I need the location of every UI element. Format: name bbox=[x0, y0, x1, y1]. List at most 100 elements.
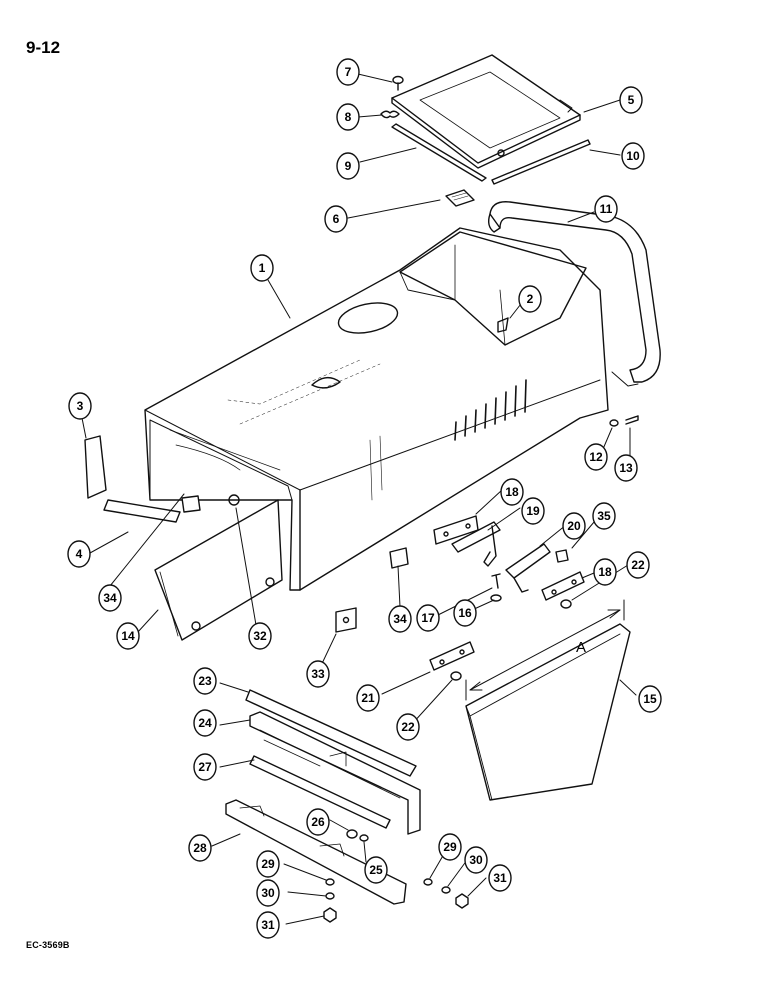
callout-29-right: 29 bbox=[438, 833, 462, 861]
part-catch-20 bbox=[505, 543, 551, 593]
part-fastener-2 bbox=[497, 317, 509, 333]
callout-3-label: 3 bbox=[77, 399, 84, 413]
callout-33-label: 33 bbox=[311, 667, 325, 681]
part-bracket-33 bbox=[335, 607, 357, 633]
callout-24-label: 24 bbox=[198, 716, 212, 730]
dimension-a-line bbox=[465, 599, 625, 701]
callout-33: 33 bbox=[306, 660, 330, 688]
part-strip-23 bbox=[245, 689, 417, 777]
callout-27-label: 27 bbox=[198, 760, 212, 774]
part-nut-31-right bbox=[455, 893, 469, 909]
callout-5: 5 bbox=[619, 86, 643, 114]
part-washer-25 bbox=[359, 834, 369, 842]
part-plug-32 bbox=[228, 494, 240, 506]
part-pad-34-center bbox=[389, 547, 409, 569]
callout-32-label: 32 bbox=[253, 629, 267, 643]
part-washer-30-left bbox=[325, 892, 335, 900]
leader-lines bbox=[81, 73, 637, 925]
part-side-panel-14 bbox=[154, 499, 283, 641]
callout-11: 11 bbox=[594, 195, 618, 223]
callout-6: 6 bbox=[324, 205, 348, 233]
part-support-24 bbox=[249, 711, 421, 835]
callout-13-label: 13 bbox=[619, 461, 633, 475]
callout-4: 4 bbox=[67, 540, 91, 568]
callout-16: 16 bbox=[453, 599, 477, 627]
part-hinge-21 bbox=[429, 641, 475, 671]
part-strip-27 bbox=[249, 755, 391, 829]
callout-31-right-label: 31 bbox=[493, 871, 507, 885]
callout-17-label: 17 bbox=[421, 611, 435, 625]
callout-22-lower: 22 bbox=[396, 713, 420, 741]
callout-28: 28 bbox=[188, 834, 212, 862]
callout-18-lower-label: 18 bbox=[598, 565, 612, 579]
dimension-a-label: A bbox=[576, 639, 586, 656]
callout-26-label: 26 bbox=[311, 815, 325, 829]
callout-11-label: 11 bbox=[600, 202, 613, 216]
part-top-cover bbox=[391, 54, 581, 169]
callout-20: 20 bbox=[562, 512, 586, 540]
part-washer-12 bbox=[609, 419, 619, 427]
callout-2-label: 2 bbox=[527, 292, 534, 306]
callout-34-center-label: 34 bbox=[393, 612, 407, 626]
part-bolt-35 bbox=[555, 549, 569, 563]
callout-22-upper: 22 bbox=[626, 551, 650, 579]
callout-10-label: 10 bbox=[626, 149, 640, 163]
callout-14-label: 14 bbox=[121, 629, 135, 643]
callout-23-label: 23 bbox=[198, 674, 212, 688]
callout-5-label: 5 bbox=[628, 93, 635, 107]
callout-9-label: 9 bbox=[345, 159, 352, 173]
callout-16-label: 16 bbox=[458, 606, 472, 620]
part-washer-29-right bbox=[423, 878, 433, 886]
callout-31-left: 31 bbox=[256, 911, 280, 939]
callout-20-label: 20 bbox=[567, 519, 581, 533]
callout-19: 19 bbox=[521, 497, 545, 525]
callout-30-right-label: 30 bbox=[469, 853, 483, 867]
callout-9: 9 bbox=[336, 152, 360, 180]
figure-code: EC-3569B bbox=[26, 940, 70, 950]
callout-31-right: 31 bbox=[488, 864, 512, 892]
callout-1-label: 1 bbox=[259, 261, 266, 275]
callout-22-lower-label: 22 bbox=[401, 720, 415, 734]
callout-12: 12 bbox=[584, 443, 608, 471]
callout-6-label: 6 bbox=[333, 212, 340, 226]
callout-28-label: 28 bbox=[193, 841, 207, 855]
part-nut-31-left bbox=[323, 907, 337, 923]
callout-18-lower: 18 bbox=[593, 558, 617, 586]
page-section-number: 9-12 bbox=[26, 38, 61, 57]
part-nut-26 bbox=[346, 829, 358, 839]
callout-32: 32 bbox=[248, 622, 272, 650]
callout-30-right: 30 bbox=[464, 846, 488, 874]
callout-34-center: 34 bbox=[388, 605, 412, 633]
callout-34-left-label: 34 bbox=[103, 591, 117, 605]
callout-23: 23 bbox=[193, 667, 217, 695]
callout-7-label: 7 bbox=[345, 65, 352, 79]
part-washer-16 bbox=[490, 594, 502, 602]
callout-18-upper: 18 bbox=[500, 478, 524, 506]
callout-25-label: 25 bbox=[369, 863, 383, 877]
part-bolt-17 bbox=[491, 573, 501, 589]
part-pad-3 bbox=[84, 435, 107, 499]
callout-group: 7 8 9 6 5 10 11 1 2 3 4 34 32 14 33 34 1… bbox=[67, 58, 662, 939]
callout-19-label: 19 bbox=[526, 504, 540, 518]
callout-24: 24 bbox=[193, 709, 217, 737]
callout-30-left-label: 30 bbox=[261, 886, 275, 900]
callout-21: 21 bbox=[356, 684, 380, 712]
callout-14: 14 bbox=[116, 622, 140, 650]
callout-8-label: 8 bbox=[345, 110, 352, 124]
callout-21-label: 21 bbox=[361, 691, 375, 705]
part-bolt-13 bbox=[625, 415, 639, 425]
callout-12-label: 12 bbox=[589, 450, 603, 464]
part-hood-1 bbox=[144, 227, 609, 591]
part-nut-22-upper bbox=[560, 599, 572, 609]
part-pad-34-left bbox=[181, 495, 201, 513]
callout-29-left: 29 bbox=[256, 850, 280, 878]
callout-7: 7 bbox=[336, 58, 360, 86]
part-seal-strip-10 bbox=[491, 139, 591, 185]
part-screw-7 bbox=[392, 75, 404, 91]
callout-31-left-label: 31 bbox=[261, 918, 275, 932]
callout-4-label: 4 bbox=[76, 547, 83, 561]
callout-30-left: 30 bbox=[256, 879, 280, 907]
callout-2: 2 bbox=[518, 285, 542, 313]
